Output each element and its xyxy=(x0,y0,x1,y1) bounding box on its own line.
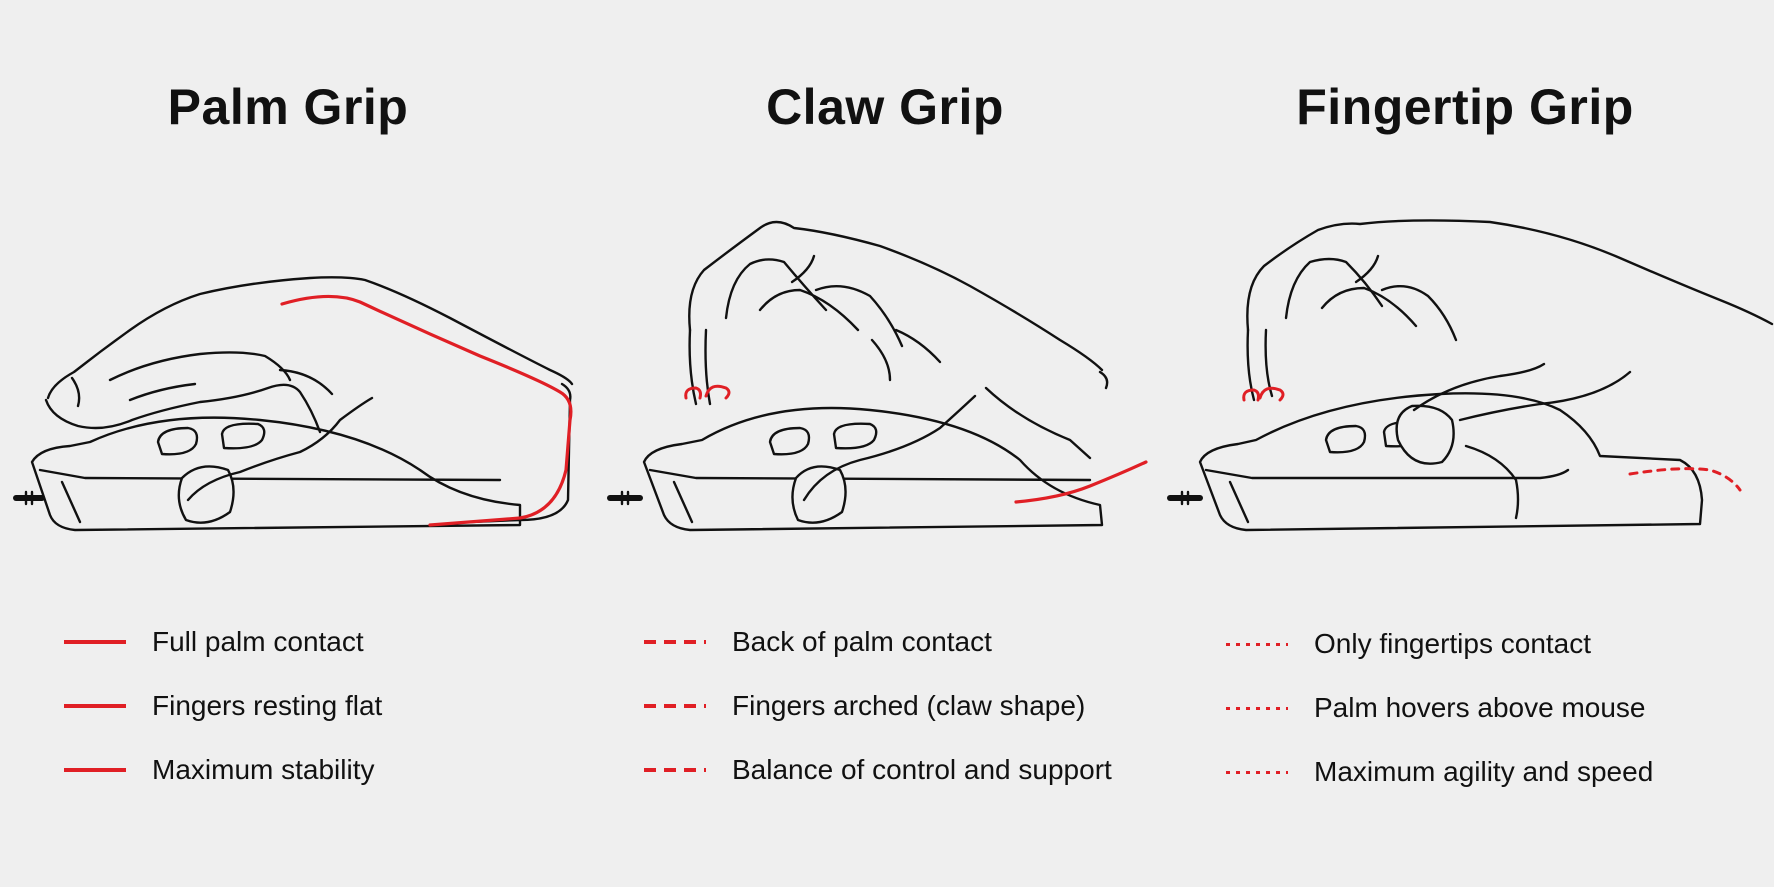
dashed-line-icon xyxy=(644,768,706,772)
panel-palm-grip: Palm Grip Full palm contact Finge xyxy=(0,0,580,887)
legend-label: Maximum stability xyxy=(152,754,375,785)
dashed-line-icon xyxy=(644,704,706,708)
solid-line-icon xyxy=(64,768,126,772)
legend-item: Maximum agility and speed xyxy=(1226,752,1653,792)
legend-label: Full palm contact xyxy=(152,626,364,657)
dotted-line-icon xyxy=(1226,642,1288,646)
legend-label: Back of palm contact xyxy=(732,626,992,657)
legend-item: Palm hovers above mouse xyxy=(1226,688,1646,728)
legend-label: Only fingertips contact xyxy=(1314,628,1592,659)
legend-item: Maximum stability xyxy=(64,750,374,790)
legend-label: Palm hovers above mouse xyxy=(1314,692,1646,723)
legend-item: Only fingertips contact xyxy=(1226,624,1591,664)
panel-claw-grip: Claw Grip Back of palm con xyxy=(590,0,1180,887)
solid-line-icon xyxy=(64,704,126,708)
dotted-line-icon xyxy=(1226,706,1288,710)
legend-label: Fingers resting flat xyxy=(152,690,383,721)
fingertip-grip-illustration xyxy=(1167,219,1774,532)
solid-line-icon xyxy=(64,640,126,644)
legend-label: Fingers arched (claw shape) xyxy=(732,690,1086,721)
legend-label: Balance of control and support xyxy=(732,754,1112,785)
panel-fingertip-grip: Fingertip Grip Only fingertips conta xyxy=(1160,0,1774,887)
legend-item: Balance of control and support xyxy=(644,750,1112,790)
panel-title-fingertip: Fingertip Grip xyxy=(1296,79,1634,135)
dashed-line-icon xyxy=(644,640,706,644)
claw-grip-illustration xyxy=(607,220,1148,532)
legend-label: Maximum agility and speed xyxy=(1314,756,1654,787)
legend-item: Fingers arched (claw shape) xyxy=(644,686,1085,726)
panel-title-claw: Claw Grip xyxy=(766,79,1004,135)
dotted-line-icon xyxy=(1226,770,1288,774)
legend-item: Back of palm contact xyxy=(644,622,992,662)
legend-item: Full palm contact xyxy=(64,622,364,662)
legend-item: Fingers resting flat xyxy=(64,686,382,726)
panel-title-palm: Palm Grip xyxy=(167,79,409,135)
palm-grip-illustration xyxy=(13,276,574,532)
